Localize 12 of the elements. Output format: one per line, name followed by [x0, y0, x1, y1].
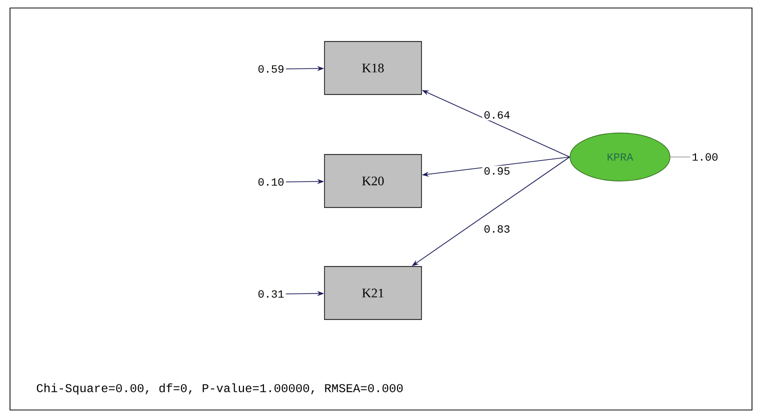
edge-label: 0.95: [482, 166, 512, 176]
error-variance-label: 0.59: [258, 65, 284, 73]
error-variance-label: 0.31: [258, 290, 284, 298]
fit-statistics-text: Chi-Square=0.00, df=0, P-value=1.00000, RMSEA=0.000: [36, 383, 403, 395]
edge-label: 0.83: [482, 224, 512, 234]
observed-variable-box: K20: [324, 154, 422, 208]
observed-variable-box: K18: [324, 41, 422, 95]
observed-variable-box: K21: [324, 266, 422, 320]
connector-line: [670, 156, 690, 158]
error-variance-label: 1.00: [692, 153, 718, 161]
error-variance-label: 0.10: [258, 178, 284, 186]
edge-label: 0.64: [482, 110, 512, 120]
